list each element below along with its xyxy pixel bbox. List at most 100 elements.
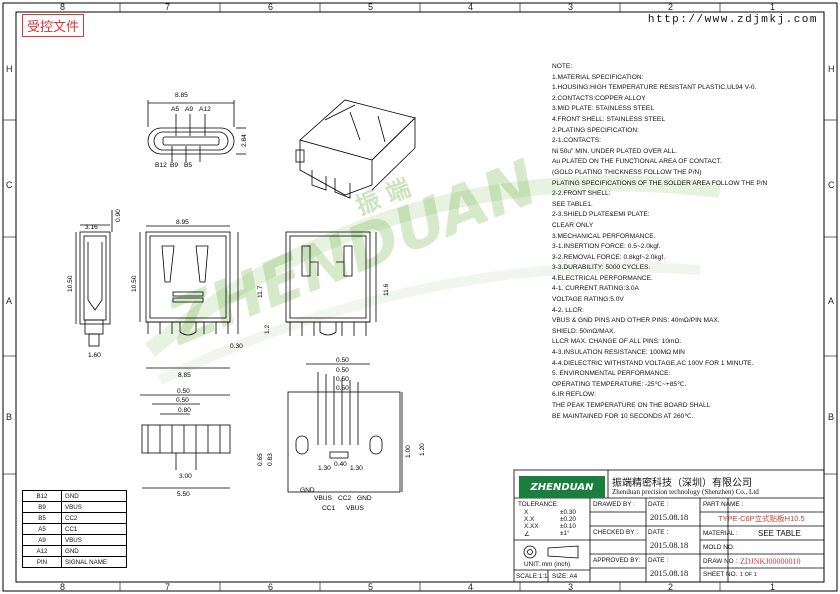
zone-right-c: C [828, 180, 835, 190]
pin-cell: PIN [22, 556, 62, 568]
note-line: OPERATING TEMPERATURE: -25℃~+85℃. [552, 380, 687, 388]
title-block-grid [513, 469, 825, 583]
tol-xxx-value: ±0.10 [560, 523, 576, 530]
draw-no-value: ZDJNKJ00000010 [740, 557, 801, 566]
company-logo: ZHENDUAN [519, 476, 605, 498]
dim-1-2: 1.2 [264, 325, 271, 334]
signal-cell: VBUS [61, 534, 127, 546]
note-line: 4-3.INSULATION RESISTANCE: 100MΩ MIN [552, 349, 685, 357]
note-line: THE PEAK TEMPERATURE ON THE BOARD SHALL [552, 402, 711, 409]
dim-1-00: 1.00 [405, 445, 412, 458]
note-line: 1.MATERIAL SPECIFICATION: [552, 73, 644, 81]
note-line: SHIELD: 50mΩ/MAX. [552, 327, 616, 335]
zone-top-4: 4 [468, 2, 474, 12]
zone-bottom-6: 6 [268, 582, 274, 592]
company-name-en: Zhenduan precision technology (Shenzhen)… [612, 488, 759, 496]
material-value: SEE TABLE [758, 529, 801, 538]
label-a12: A12 [199, 106, 211, 113]
note-line: 3-2.REMOVAL FORCE: 0.8kgf~2.0kgf. [552, 253, 666, 261]
dim-10-50-side: 10.50 [67, 275, 74, 292]
dim-0-50-p1: 0.50 [336, 357, 349, 364]
note-line: 2-2.FRONT SHELL: [552, 190, 611, 198]
part-name-label: PART NAME : [703, 501, 744, 508]
dim-0-90: 0.90 [115, 209, 122, 222]
note-line: NOTE: [552, 63, 573, 70]
dim-0-83: 0.83 [267, 453, 274, 466]
tol-angle-value: ±1° [560, 530, 570, 537]
zone-top-7: 7 [165, 2, 171, 12]
pin-cell: B9 [22, 501, 62, 513]
zone-bottom-2: 2 [668, 582, 674, 592]
dim-2-84: 2.84 [241, 134, 248, 147]
dim-0-30: 0.30 [230, 343, 243, 350]
label-b5: B5 [184, 162, 192, 169]
dim-0-50-p4: 0.50 [336, 385, 349, 392]
sheet-no-value: 1 OF 1 [740, 572, 757, 578]
label-a9: A9 [185, 106, 193, 113]
zone-left-h: H [6, 64, 13, 74]
front-view [139, 225, 239, 369]
note-line: 3.MECHANICAL PERFORMANCE. [552, 232, 656, 240]
unit-label: UNIT: mm (inch) [524, 561, 571, 568]
website-url[interactable]: http://www.zdjmkj.com [647, 14, 818, 26]
label-a5: A5 [171, 106, 179, 113]
dim-0-50-b2: 0.50 [176, 397, 189, 404]
dim-5-50: 5.50 [177, 491, 190, 498]
tol-angle-label: ∠ [524, 531, 530, 538]
note-line: (GOLD PLATING THICKNESS FOLLOW THE P/N) [552, 168, 702, 176]
tol-x-label: X [524, 509, 529, 516]
label-vbus-right: VBUS [346, 505, 365, 512]
iso-view [295, 99, 416, 199]
dim-8-95: 8.95 [176, 219, 189, 226]
zone-top-1: 1 [770, 2, 776, 12]
label-gnd-right: GND [357, 495, 372, 502]
signal-cell: CC1 [61, 523, 127, 535]
note-line: 3-3.DURABILITY: 5000 CYCLES. [552, 264, 651, 272]
zone-top-3: 3 [568, 2, 574, 12]
note-line: 3.MID PLATE: STAINLESS STEEL [552, 105, 654, 113]
signal-cell: GND [61, 545, 127, 557]
pin-cell: B12 [22, 490, 62, 502]
dim-11-6: 11.6 [383, 283, 390, 296]
zone-top-6: 6 [268, 2, 274, 12]
date-value-1: 2015.08.18 [650, 512, 689, 522]
dim-0-50-p3: 0.50 [336, 376, 349, 383]
dim-8-85-top: 8.85 [175, 92, 188, 99]
pin-cell: A12 [22, 545, 62, 557]
zone-right-a: A [828, 296, 835, 306]
approved-by-label: APPROVED BY: [593, 557, 641, 564]
zone-right-b: B [828, 412, 835, 422]
note-line: 2-3.SHIELD PLATE&EMI PLATE: [552, 211, 650, 219]
note-line: SEE TABLE1. [552, 200, 593, 208]
zone-left-c: C [6, 180, 13, 190]
note-line: 4-1. CURRENT RATING:3.0A [552, 285, 639, 293]
dim-0-80: 0.80 [178, 407, 191, 414]
note-line: 4.ELECTRICAL PERFORMANCE. [552, 274, 653, 282]
dim-0-50-p2: 0.50 [336, 367, 349, 374]
note-line: 2.CONTACTS:COPPER ALLOY [552, 94, 646, 102]
note-line: 4-4.DIELECTRIC WITHSTAND VOLTAGE,AC 100V… [552, 359, 754, 367]
label-vbus-left: VBUS [314, 495, 333, 502]
dim-11-7: 11.7 [257, 285, 264, 298]
zone-left-a: A [6, 296, 13, 306]
zone-top-2: 2 [668, 2, 674, 12]
dim-3-16: 3.16 [85, 224, 98, 231]
date-label-1: DATE : [648, 501, 669, 508]
dim-3-00: 3.00 [179, 473, 192, 480]
note-line: Au PLATED ON THE FUNCTIONAL AREA OF CONT… [552, 158, 722, 166]
dim-1-30-a: 1.30 [318, 465, 331, 472]
pin-cell: A9 [22, 534, 62, 546]
tol-xx-value: ±0.20 [560, 516, 576, 523]
note-line: Ni 50u" MIN. UNDER PLATED OVER ALL. [552, 147, 677, 155]
date-label-3: DATE : [648, 557, 669, 564]
date-value-3: 2015.08.18 [650, 568, 689, 578]
sheet-no-label: SHEET NO. [703, 571, 738, 578]
scale-label: SCALE:1:1 [516, 573, 548, 580]
controlled-document-stamp: 受控文件 [22, 14, 85, 37]
signal-cell: CC2 [61, 512, 127, 524]
